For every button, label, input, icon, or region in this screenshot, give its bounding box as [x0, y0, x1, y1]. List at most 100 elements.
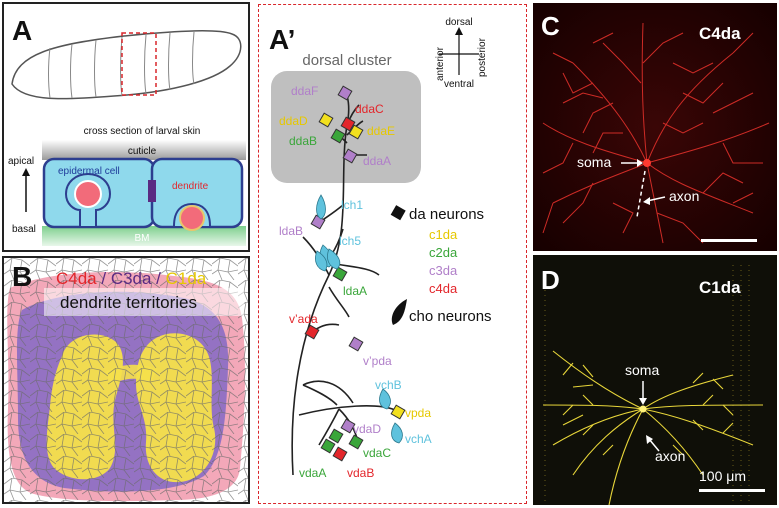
vpda-neuron	[390, 404, 406, 420]
label-lch1: lch1	[341, 198, 363, 212]
label-ddaC: ddaC	[355, 102, 384, 116]
svg-text:anterior: anterior	[435, 46, 446, 81]
panel-d-axon: axon	[655, 448, 685, 464]
label-ddaB: ddaB	[289, 134, 317, 148]
label-ddaD: ddaD	[279, 114, 308, 128]
legend-c3da: c3da	[429, 263, 458, 278]
basal-label: basal	[12, 224, 36, 235]
label-ldaB: ldaB	[279, 224, 303, 238]
vprime-ada-neuron	[304, 324, 320, 340]
dendrite-enclosed	[74, 180, 102, 208]
panel-c: C C4da soma axon	[533, 3, 777, 251]
label-vdaB: vdaB	[347, 466, 374, 480]
panel-d-scale-label: 100 μm	[699, 468, 746, 484]
ddaB-neuron	[330, 128, 346, 144]
c4da-micrograph: C C4da soma axon	[533, 3, 777, 251]
ddaF-neuron	[337, 85, 353, 101]
skin-cross-section: cross section of larval skin cuticle BM …	[8, 126, 246, 246]
lch5-neuron-3	[315, 250, 328, 272]
bm-layer	[42, 226, 246, 246]
cell-junction	[148, 180, 156, 202]
label-vdaD: vdaD	[353, 422, 381, 436]
territory-title: C4da / C3da / C1da	[56, 269, 207, 288]
panel-c-axon: axon	[669, 188, 699, 204]
panel-a-letter: A	[12, 15, 32, 46]
label-ddaF: ddaF	[291, 84, 318, 98]
panel-c-letter: C	[541, 11, 560, 41]
legend-cho-title: cho neurons	[409, 308, 492, 325]
lch5-neuron-2	[327, 248, 341, 270]
dendrite-label: dendrite	[172, 181, 209, 192]
panel-d-title: C1da	[699, 278, 741, 297]
panel-d-letter: D	[541, 265, 560, 295]
panel-d-scale-bar	[699, 489, 765, 492]
panel-c-soma: soma	[577, 154, 611, 170]
legend: da neurons c1da c2da c3da c4da cho neuro…	[390, 205, 492, 325]
panel-a-prime-letter: A’	[269, 24, 295, 55]
larva-highlight-box	[121, 32, 157, 96]
vdaB-neuron	[332, 446, 348, 462]
nerve-branches	[291, 88, 396, 476]
orientation-compass: dorsal ventral anterior posterior	[435, 17, 488, 90]
da-neuron-markers	[304, 85, 406, 462]
panel-a-prime: A’ dorsal cluster dorsal ventral anterio…	[258, 4, 527, 504]
territories-figure: B C4da / C3da / C1da dendrite territorie…	[4, 258, 248, 502]
lch1-neuron	[316, 194, 326, 220]
c1da-soma-dot	[639, 405, 647, 413]
epidermal-cell-label: epidermal cell	[58, 166, 120, 177]
dendrite-basal	[179, 205, 205, 231]
label-vpda: vpda	[405, 406, 431, 420]
ddaD-neuron	[318, 112, 334, 128]
bm-label: BM	[135, 233, 150, 244]
vdaA-neuron	[328, 428, 344, 444]
title-c4da: C4da	[56, 269, 97, 288]
neuron-map: A’ dorsal cluster dorsal ventral anterio…	[269, 17, 492, 480]
title-c1da: C1da	[166, 269, 207, 288]
legend-da-title: da neurons	[409, 206, 484, 223]
c4da-axon-path	[636, 170, 646, 218]
ddaE-neuron	[348, 124, 364, 140]
label-vchA: vchA	[405, 432, 432, 446]
label-ldaA: ldaA	[343, 284, 367, 298]
c1da-dendrite-arbor	[542, 350, 764, 505]
vprime-pda-neuron	[348, 336, 364, 352]
ldaA-neuron	[332, 266, 348, 282]
dorsal-cluster-title: dorsal cluster	[302, 52, 391, 69]
label-ddaE: ddaE	[367, 124, 395, 138]
vdaC-neuron	[348, 434, 364, 450]
cuticle-layer	[42, 140, 246, 160]
title-c3da: C3da	[111, 269, 152, 288]
panel-a: A cross section of larval skin cuticle B…	[2, 2, 250, 252]
c4da-soma-dot	[643, 159, 651, 167]
label-vprime-pda: v’pda	[363, 354, 392, 368]
label-vdaA: vdaA	[299, 466, 326, 480]
vdaD-neuron	[340, 418, 356, 434]
panel-a-figure: A cross section of larval skin cuticle B…	[8, 15, 246, 246]
label-vprime-ada: v’ada	[289, 312, 318, 326]
ddaA-neuron	[342, 148, 358, 164]
panel-b: B C4da / C3da / C1da dendrite territorie…	[2, 256, 250, 504]
cho-neuron-markers	[315, 194, 403, 444]
label-vdaC: vdaC	[363, 446, 391, 460]
ddaC-neuron	[340, 116, 356, 132]
cuticle-label: cuticle	[128, 146, 157, 157]
larva-drawing	[11, 30, 242, 100]
panel-c-title: C4da	[699, 24, 741, 43]
legend-c4da: c4da	[429, 281, 458, 296]
svg-text:posterior: posterior	[477, 37, 488, 77]
legend-c1da: c1da	[429, 227, 458, 242]
panel-d: D C1da soma axon 100 μm	[533, 255, 777, 505]
c1da-micrograph: D C1da soma axon 100 μm	[533, 255, 777, 505]
da-legend-marker	[390, 205, 406, 221]
cho-legend-marker	[391, 299, 407, 325]
vchB-neuron	[379, 388, 391, 410]
vchA-neuron	[391, 422, 403, 444]
svg-text:dorsal: dorsal	[445, 17, 472, 28]
neuron-labels: ddaF ddaC ddaD ddaE ddaB ddaA lch1 ldaB …	[279, 84, 432, 480]
section-title: cross section of larval skin	[84, 126, 201, 137]
svg-text:ventral: ventral	[444, 79, 474, 90]
territory-subtitle: dendrite territories	[60, 293, 197, 312]
label-ddaA: ddaA	[363, 154, 391, 168]
label-lch5: lch5	[339, 234, 361, 248]
panel-c-scale-bar	[701, 239, 757, 242]
